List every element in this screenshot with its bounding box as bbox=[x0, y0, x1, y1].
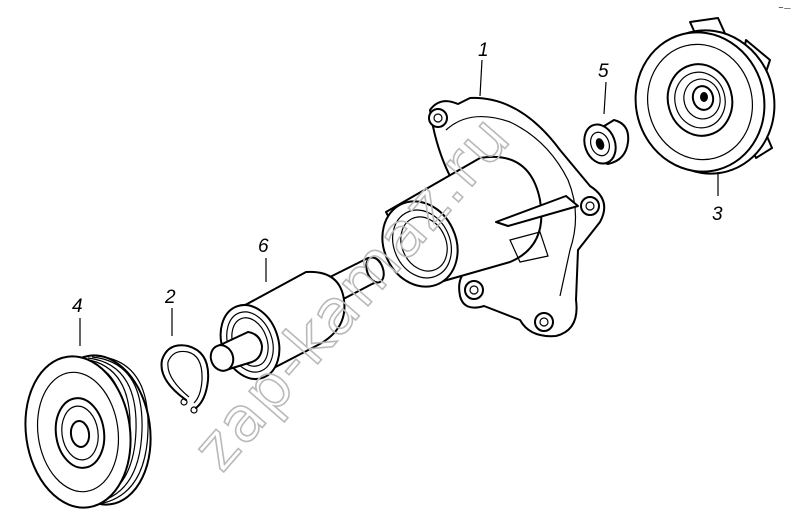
label-pulley: 4 bbox=[72, 296, 83, 317]
impeller-drawing bbox=[634, 17, 776, 175]
pulley-drawing bbox=[24, 354, 152, 509]
housing-leader bbox=[479, 59, 483, 97]
label-shaft-bearing: 6 bbox=[258, 236, 269, 257]
seal-leader bbox=[603, 81, 607, 115]
retaining-ring-drawing bbox=[160, 344, 210, 414]
label-seal: 5 bbox=[598, 61, 609, 82]
shaft-bearing-drawing bbox=[209, 256, 385, 380]
housing-drawing bbox=[381, 96, 606, 338]
label-impeller: 3 bbox=[712, 204, 723, 225]
label-retaining-ring: 2 bbox=[164, 287, 176, 308]
label-housing: 1 bbox=[478, 40, 489, 61]
corner-mark: ~— bbox=[778, 4, 791, 12]
seal-drawing bbox=[583, 119, 630, 165]
